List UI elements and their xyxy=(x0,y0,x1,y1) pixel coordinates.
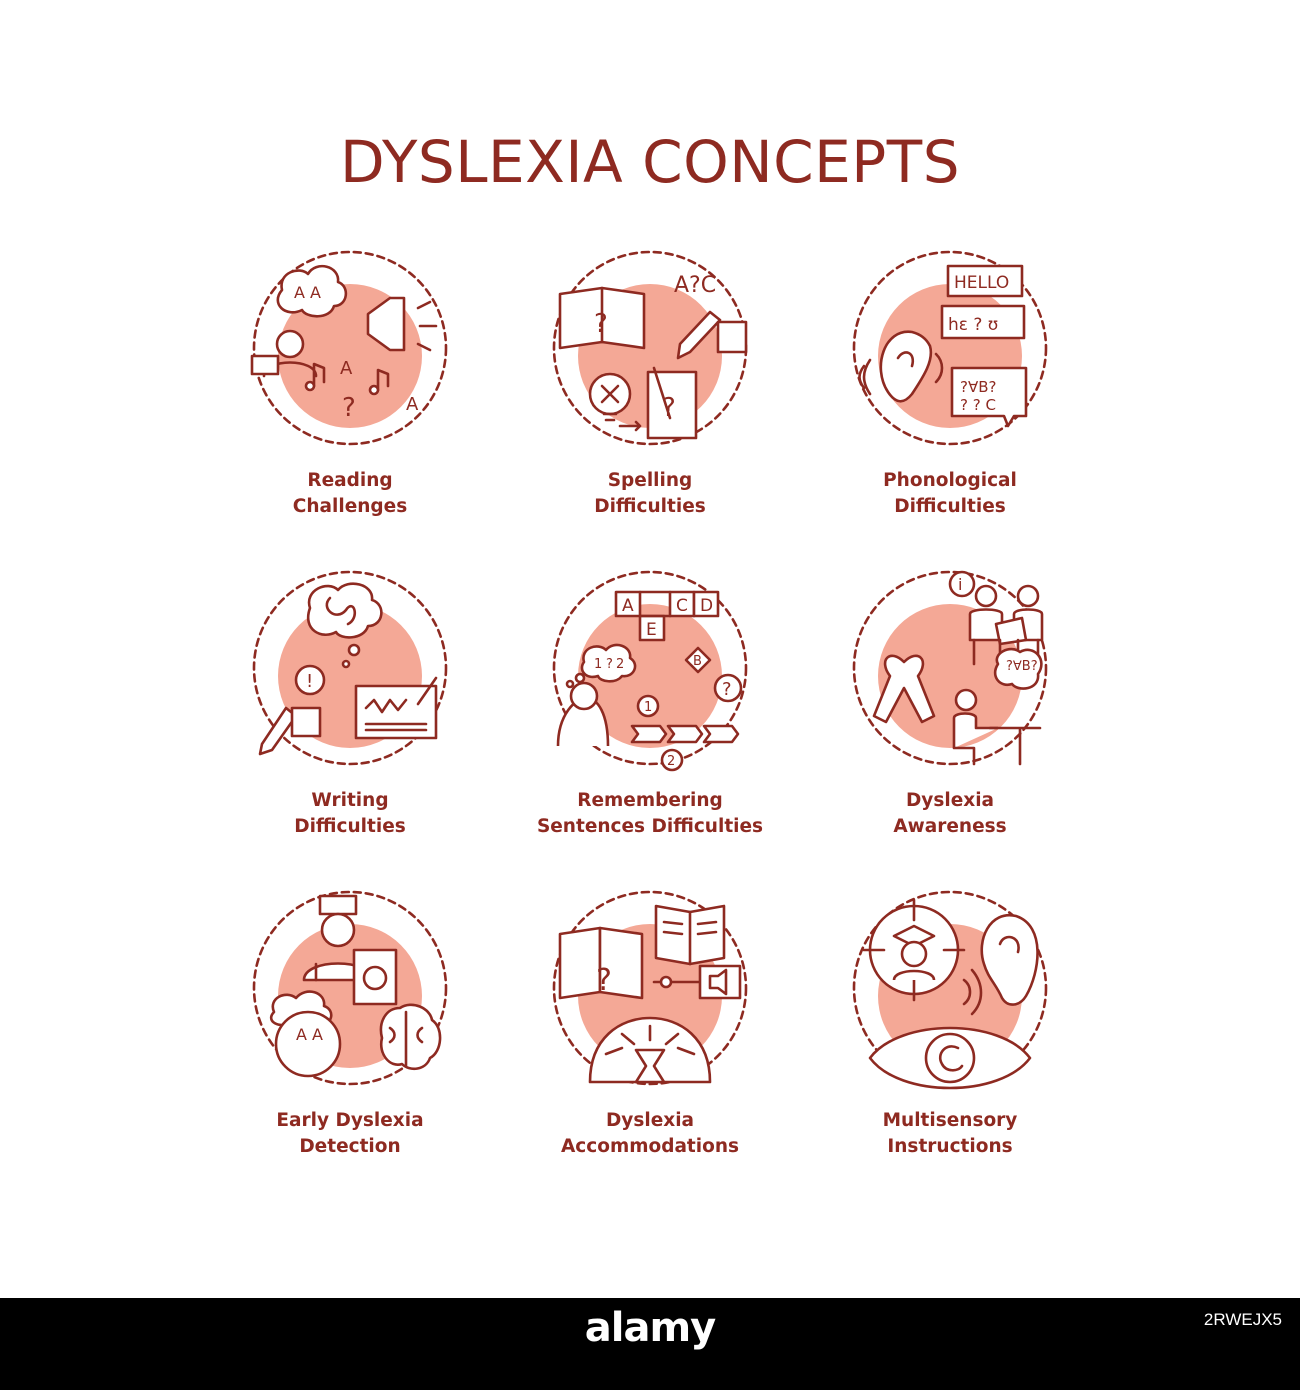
svg-text:B: B xyxy=(693,654,702,669)
svg-text:D: D xyxy=(700,596,713,616)
svg-text:HELLO: HELLO xyxy=(954,273,1009,293)
reading-challenges-icon: A A A ? A xyxy=(250,250,448,446)
svg-text:?: ? xyxy=(722,679,732,700)
early-detection-icon: A A xyxy=(252,890,448,1086)
svg-text:?∀B?: ?∀B? xyxy=(1006,659,1038,674)
svg-text:?: ? xyxy=(342,393,356,423)
svg-text:A: A xyxy=(340,358,353,379)
multisensory-icon xyxy=(852,890,1048,1090)
writing-difficulties-icon: ! xyxy=(252,570,448,766)
svg-text:?∀B?: ?∀B? xyxy=(960,378,996,396)
svg-text:A A: A A xyxy=(296,1025,323,1044)
svg-text:1: 1 xyxy=(644,700,652,715)
svg-text:?: ? xyxy=(606,657,613,672)
svg-text:A?C: A?C xyxy=(674,273,716,298)
alamy-logo: alamy xyxy=(584,1305,716,1351)
svg-text:hɛ ? ʊ: hɛ ? ʊ xyxy=(948,315,998,335)
footer-bar: alamy 2RWEJX5 xyxy=(0,1298,1300,1390)
svg-text:? ? C: ? ? C xyxy=(960,396,996,414)
svg-text:?: ? xyxy=(594,309,608,339)
svg-text:E: E xyxy=(646,620,657,640)
spelling-difficulties-icon: A?C ? ? xyxy=(552,250,748,446)
svg-text:A: A xyxy=(622,596,634,616)
image-id: 2RWEJX5 xyxy=(1203,1310,1282,1329)
page-title: DYSLEXIA CONCEPTS xyxy=(339,128,961,196)
phonological-difficulties-icon: HELLO hɛ ? ʊ ?∀B? ? ? C xyxy=(852,250,1048,446)
svg-text:i: i xyxy=(958,575,962,594)
dyslexia-awareness-icon: i ?∀B? xyxy=(852,570,1048,766)
svg-text:2: 2 xyxy=(667,754,675,769)
svg-text:1: 1 xyxy=(594,657,602,672)
svg-text:A A: A A xyxy=(294,283,321,302)
accommodations-icon: ? xyxy=(552,890,748,1086)
svg-text:!: ! xyxy=(306,671,313,692)
svg-text:C: C xyxy=(676,596,688,616)
remembering-sentences-icon: A C D E B 1 ? 2 1 ? 2 xyxy=(552,570,748,772)
svg-text:2: 2 xyxy=(616,657,624,672)
svg-text:A: A xyxy=(406,394,419,415)
svg-text:?: ? xyxy=(596,963,612,998)
